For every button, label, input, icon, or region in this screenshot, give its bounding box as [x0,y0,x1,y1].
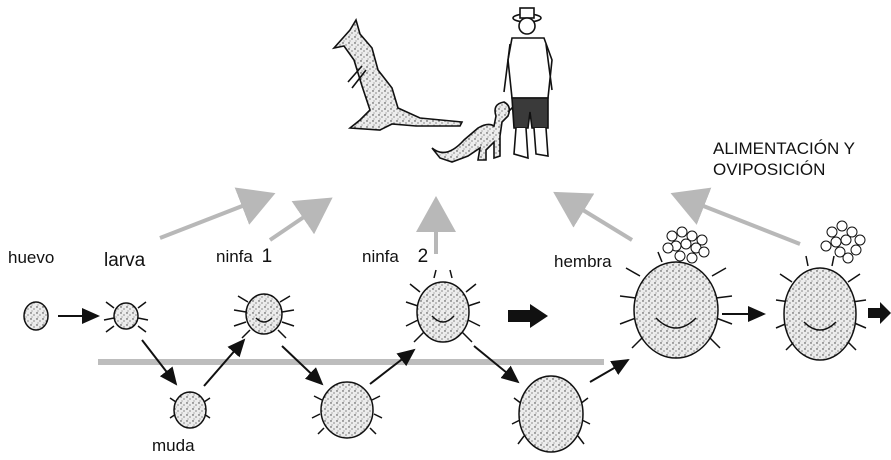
female-tick-2-icon [776,256,866,360]
label-ninfa-1-num: 1 [262,246,273,267]
label-ninfa-1-text: ninfa [216,247,253,266]
label-ninfa-2: ninfa 2 [362,246,428,268]
label-muda: muda [152,436,195,456]
molt-larva-icon [170,392,210,428]
caption-line-2: OVIPOSICIÓN [713,159,855,180]
molt-nymph-2-icon [512,376,590,452]
female-tick-icon [620,252,732,358]
larva-tick-icon [104,302,148,332]
label-ninfa-1: ninfa 1 [216,246,272,268]
nymph-2-tick-icon [406,270,480,342]
label-ninfa-2-num: 2 [418,246,429,267]
kangaroo-icon [334,20,462,130]
label-larva: larva [104,250,145,272]
dog-icon [432,102,516,162]
molt-nymph-1-icon [312,382,382,438]
label-hembra: hembra [554,252,612,272]
label-ninfa-2-text: ninfa [362,247,399,266]
caption-alimentacion-oviposicion: ALIMENTACIÓN Y OVIPOSICIÓN [713,138,855,180]
egg-cluster-2-icon [821,221,865,263]
egg-icon [24,302,48,330]
nymph-1-tick-icon [234,294,294,338]
caption-line-1: ALIMENTACIÓN Y [713,138,855,159]
label-huevo: huevo [8,248,54,268]
egg-cluster-icon [663,227,709,263]
man-icon [504,8,552,158]
